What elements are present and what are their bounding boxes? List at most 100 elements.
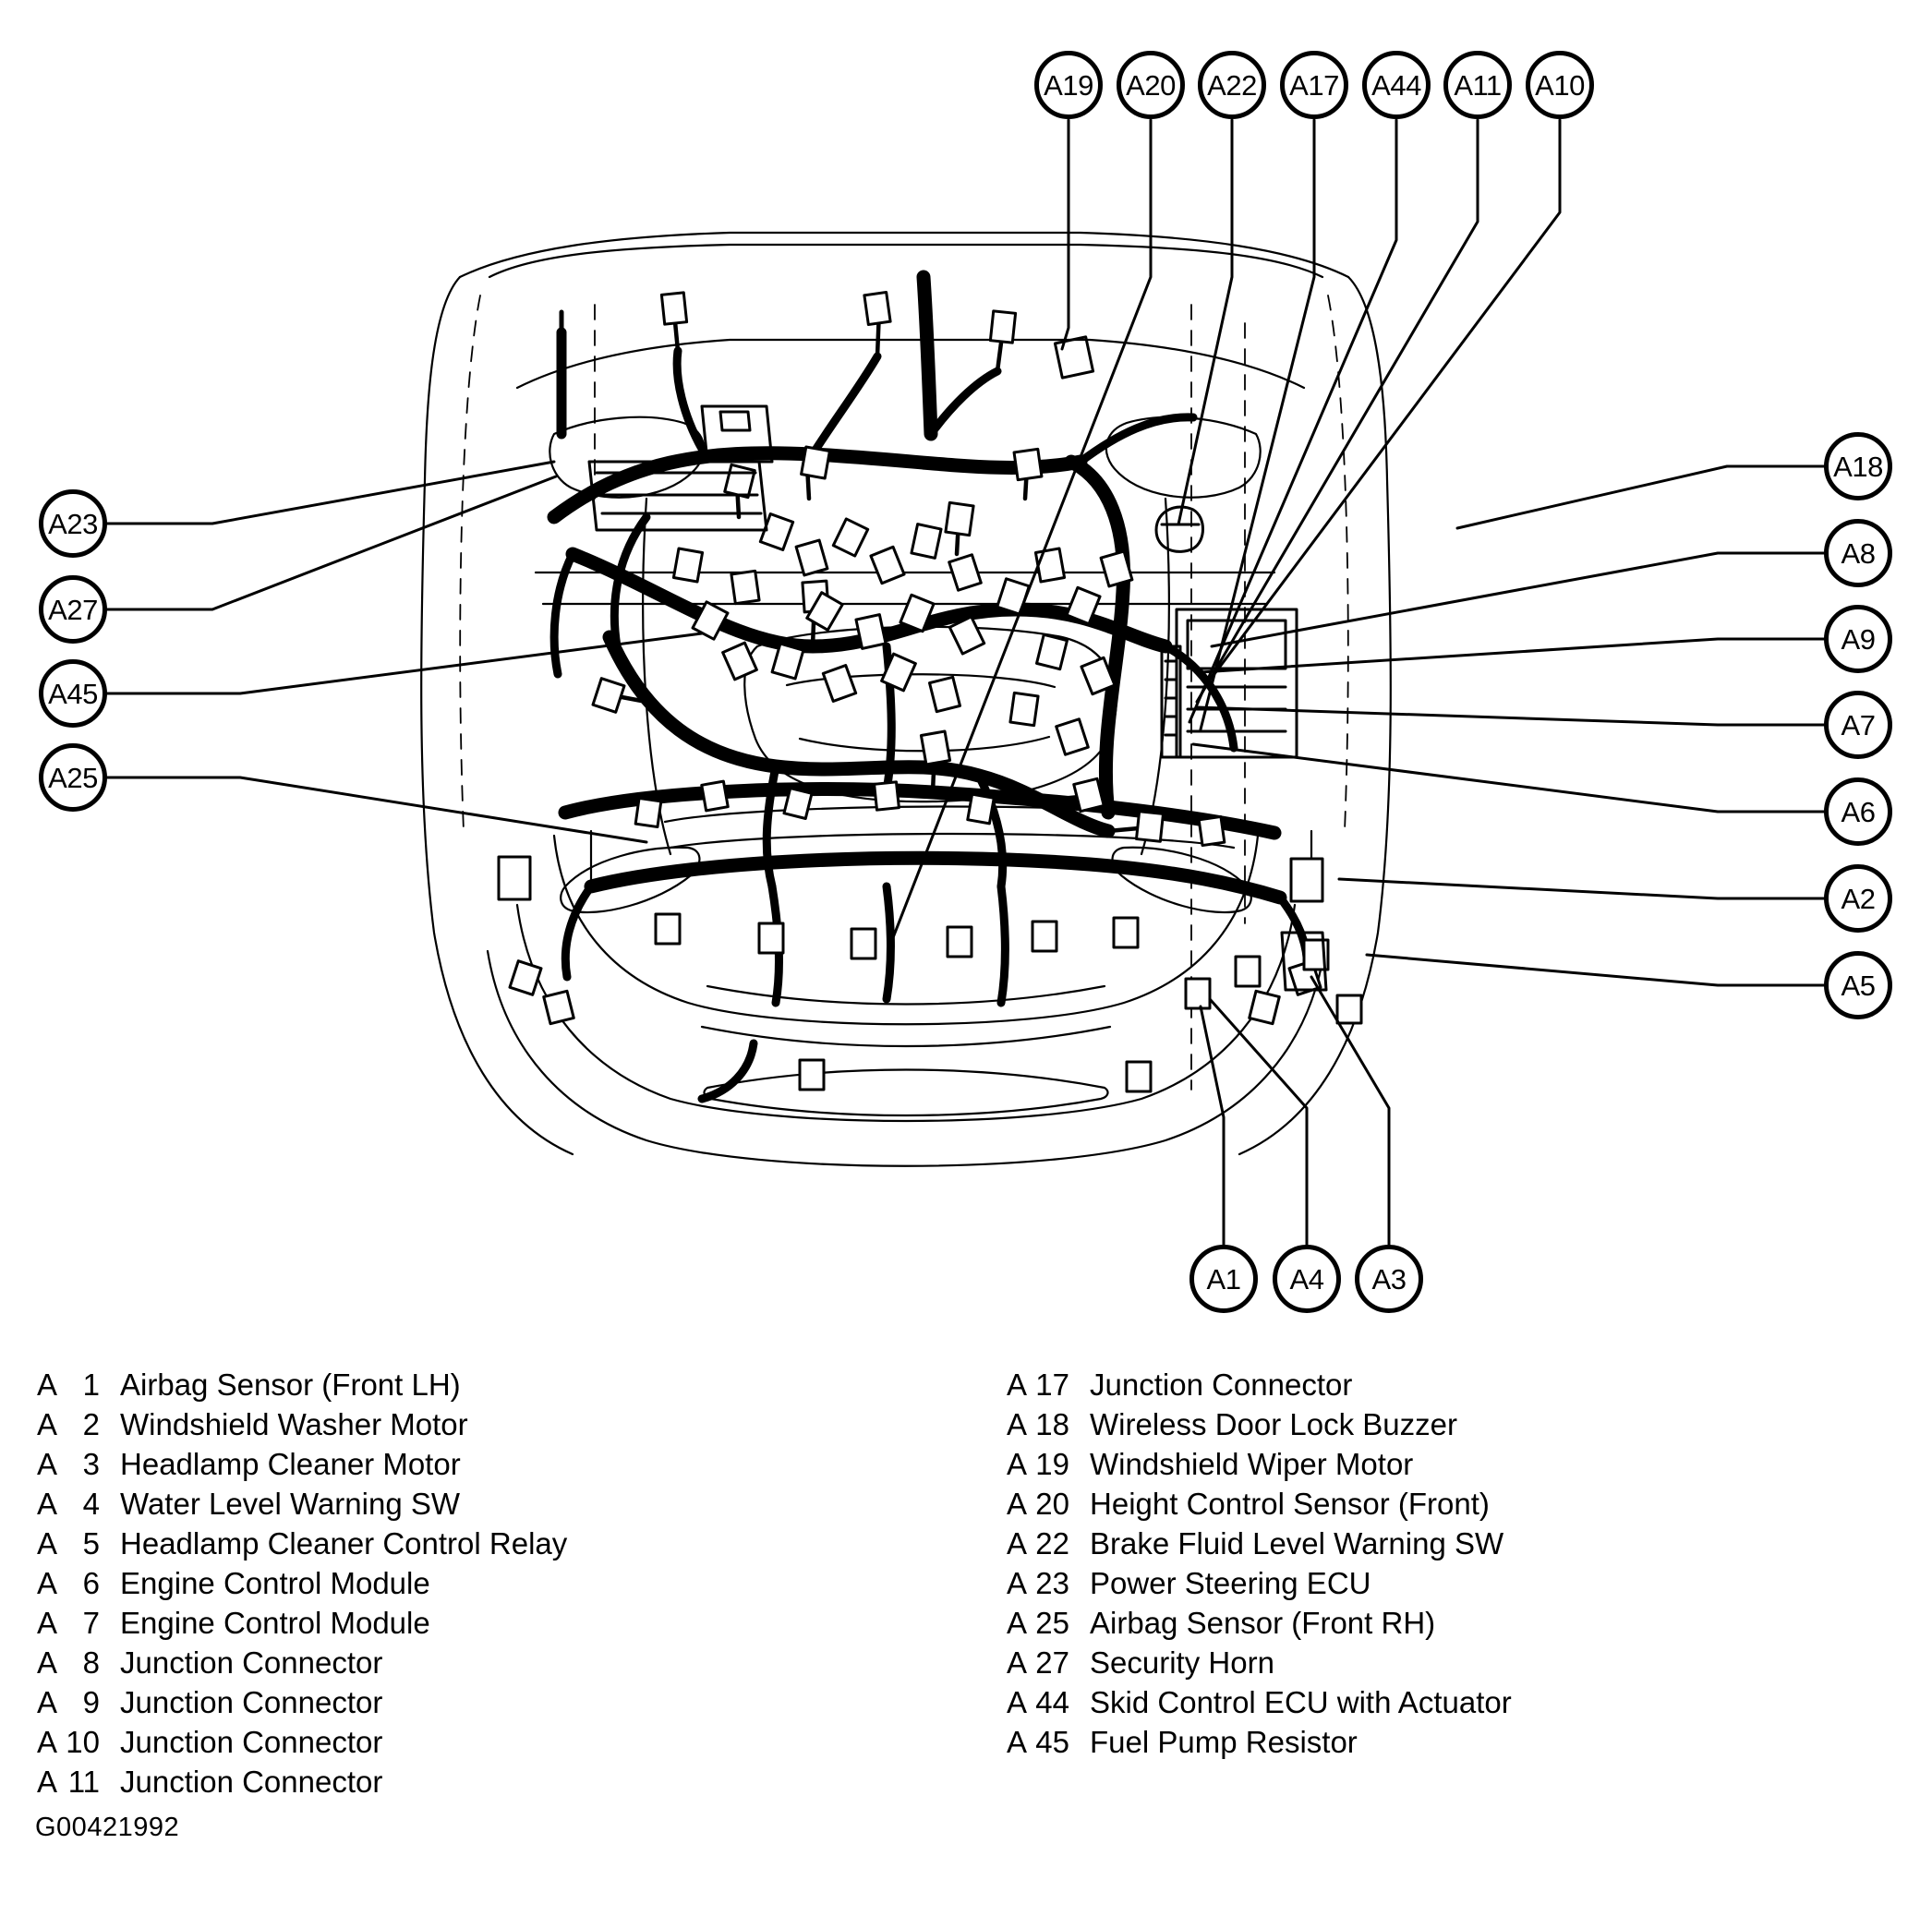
legend-label: Brake Fluid Level Warning SW xyxy=(1090,1526,1504,1561)
legend-number: 22 xyxy=(1035,1526,1070,1561)
legend-label: Engine Control Module xyxy=(120,1566,430,1600)
legend-prefix: A xyxy=(1007,1685,1028,1719)
legend-number: 27 xyxy=(1035,1645,1070,1680)
legend-number: 20 xyxy=(1035,1487,1070,1521)
legend-prefix: A xyxy=(1007,1368,1028,1402)
legend-item-a22: A 22 Brake Fluid Level Warning SW xyxy=(1007,1524,1512,1563)
legend-number: 11 xyxy=(67,1765,101,1799)
callout-a22[interactable]: A22 xyxy=(1198,51,1266,119)
callout-a9[interactable]: A9 xyxy=(1824,605,1892,673)
legend-prefix: A xyxy=(37,1447,58,1481)
legend-label: Headlamp Cleaner Control Relay xyxy=(120,1526,568,1561)
callout-a1[interactable]: A1 xyxy=(1189,1245,1258,1313)
washer-bottle xyxy=(1280,931,1328,992)
component-legend: A 1 Airbag Sensor (Front LH) A 2 Windshi… xyxy=(0,1365,1932,1863)
legend-prefix: A xyxy=(37,1526,58,1561)
legend-prefix: A xyxy=(1007,1526,1028,1561)
callout-a17[interactable]: A17 xyxy=(1280,51,1348,119)
legend-item-a7: A 7 Engine Control Module xyxy=(37,1603,567,1643)
leader-a17 xyxy=(1199,118,1316,731)
legend-prefix: A xyxy=(1007,1407,1028,1441)
legend-prefix: A xyxy=(37,1407,58,1441)
legend-number: 18 xyxy=(1035,1407,1070,1441)
legend-item-a44: A 44 Skid Control ECU with Actuator xyxy=(1007,1682,1512,1722)
wiper-motor-body xyxy=(1053,335,1095,380)
callout-a11[interactable]: A11 xyxy=(1443,51,1512,119)
callout-a3[interactable]: A3 xyxy=(1355,1245,1423,1313)
legend-label: Fuel Pump Resistor xyxy=(1090,1725,1358,1759)
main-harness-trunks xyxy=(547,270,1287,905)
legend-number: 10 xyxy=(66,1725,101,1759)
legend-prefix: A xyxy=(37,1685,58,1719)
callout-a20[interactable]: A20 xyxy=(1117,51,1185,119)
legend-number: 4 xyxy=(82,1487,101,1521)
legend-prefix: A xyxy=(1007,1606,1028,1640)
legend-label: Airbag Sensor (Front RH) xyxy=(1090,1606,1436,1640)
battery-and-relay-box xyxy=(587,404,774,532)
legend-item-a3: A 3 Headlamp Cleaner Motor xyxy=(37,1444,567,1484)
legend-label: Junction Connector xyxy=(120,1685,383,1719)
leader-a20 xyxy=(890,118,1153,942)
callout-a23[interactable]: A23 xyxy=(39,489,107,558)
legend-label: Junction Connector xyxy=(120,1725,383,1759)
callout-a7[interactable]: A7 xyxy=(1824,691,1892,759)
legend-label: Junction Connector xyxy=(120,1645,383,1680)
callout-a45[interactable]: A45 xyxy=(39,659,107,728)
legend-prefix: A xyxy=(37,1368,58,1402)
legend-number: 5 xyxy=(82,1526,101,1561)
callout-a8[interactable]: A8 xyxy=(1824,519,1892,587)
callout-a4[interactable]: A4 xyxy=(1273,1245,1341,1313)
callout-a27[interactable]: A27 xyxy=(39,575,107,644)
leader-a2 xyxy=(1337,877,1826,900)
legend-number: 44 xyxy=(1035,1685,1070,1719)
legend-item-a2: A 2 Windshield Washer Motor xyxy=(37,1404,567,1444)
callout-a10[interactable]: A10 xyxy=(1526,51,1594,119)
legend-number: 7 xyxy=(82,1606,101,1640)
legend-number: 8 xyxy=(82,1645,101,1680)
legend-number: 3 xyxy=(82,1447,101,1481)
legend-label: Windshield Wiper Motor xyxy=(1090,1447,1414,1481)
legend-item-a10: A 10 Junction Connector xyxy=(37,1722,567,1762)
legend-label: Water Level Warning SW xyxy=(120,1487,461,1521)
document-code: G00421992 xyxy=(35,1813,180,1842)
legend-column-left: A 1 Airbag Sensor (Front LH) A 2 Windshi… xyxy=(37,1365,567,1802)
leader-a7 xyxy=(1195,705,1826,727)
leader-a11 xyxy=(1195,118,1479,704)
legend-number: 6 xyxy=(82,1566,101,1600)
legend-number: 25 xyxy=(1035,1606,1070,1640)
legend-prefix: A xyxy=(37,1606,58,1640)
legend-item-a4: A 4 Water Level Warning SW xyxy=(37,1484,567,1524)
legend-label: Airbag Sensor (Front LH) xyxy=(120,1368,461,1402)
leader-a10 xyxy=(1204,118,1562,687)
legend-number: 19 xyxy=(1035,1447,1070,1481)
legend-prefix: A xyxy=(1007,1487,1028,1521)
callout-a44[interactable]: A44 xyxy=(1362,51,1431,119)
legend-item-a6: A 6 Engine Control Module xyxy=(37,1563,567,1603)
legend-item-a27: A 27 Security Horn xyxy=(1007,1643,1512,1682)
legend-number: 9 xyxy=(82,1685,101,1719)
legend-prefix: A xyxy=(1007,1645,1028,1680)
callout-a6[interactable]: A6 xyxy=(1824,777,1892,846)
leader-a27 xyxy=(105,475,558,611)
legend-label: Power Steering ECU xyxy=(1090,1566,1371,1600)
legend-label: Junction Connector xyxy=(1090,1368,1353,1402)
legend-item-a9: A 9 Junction Connector xyxy=(37,1682,567,1722)
legend-item-a11: A 11 Junction Connector xyxy=(37,1762,567,1802)
legend-item-a19: A 19 Windshield Wiper Motor xyxy=(1007,1444,1512,1484)
legend-item-a25: A 25 Airbag Sensor (Front RH) xyxy=(1007,1603,1512,1643)
legend-prefix: A xyxy=(37,1725,58,1759)
legend-number: 2 xyxy=(82,1407,101,1441)
callout-a18[interactable]: A18 xyxy=(1824,432,1892,500)
legend-item-a18: A 18 Wireless Door Lock Buzzer xyxy=(1007,1404,1512,1444)
legend-number: 17 xyxy=(1035,1368,1070,1402)
callout-a2[interactable]: A2 xyxy=(1824,864,1892,933)
callout-a19[interactable]: A19 xyxy=(1034,51,1103,119)
legend-label: Engine Control Module xyxy=(120,1606,430,1640)
callout-a25[interactable]: A25 xyxy=(39,743,107,812)
legend-number: 23 xyxy=(1035,1566,1070,1600)
connector-blocks xyxy=(497,290,1363,1093)
legend-label: Skid Control ECU with Actuator xyxy=(1090,1685,1512,1719)
callout-a5[interactable]: A5 xyxy=(1824,951,1892,1019)
leader-a44 xyxy=(1188,118,1398,724)
